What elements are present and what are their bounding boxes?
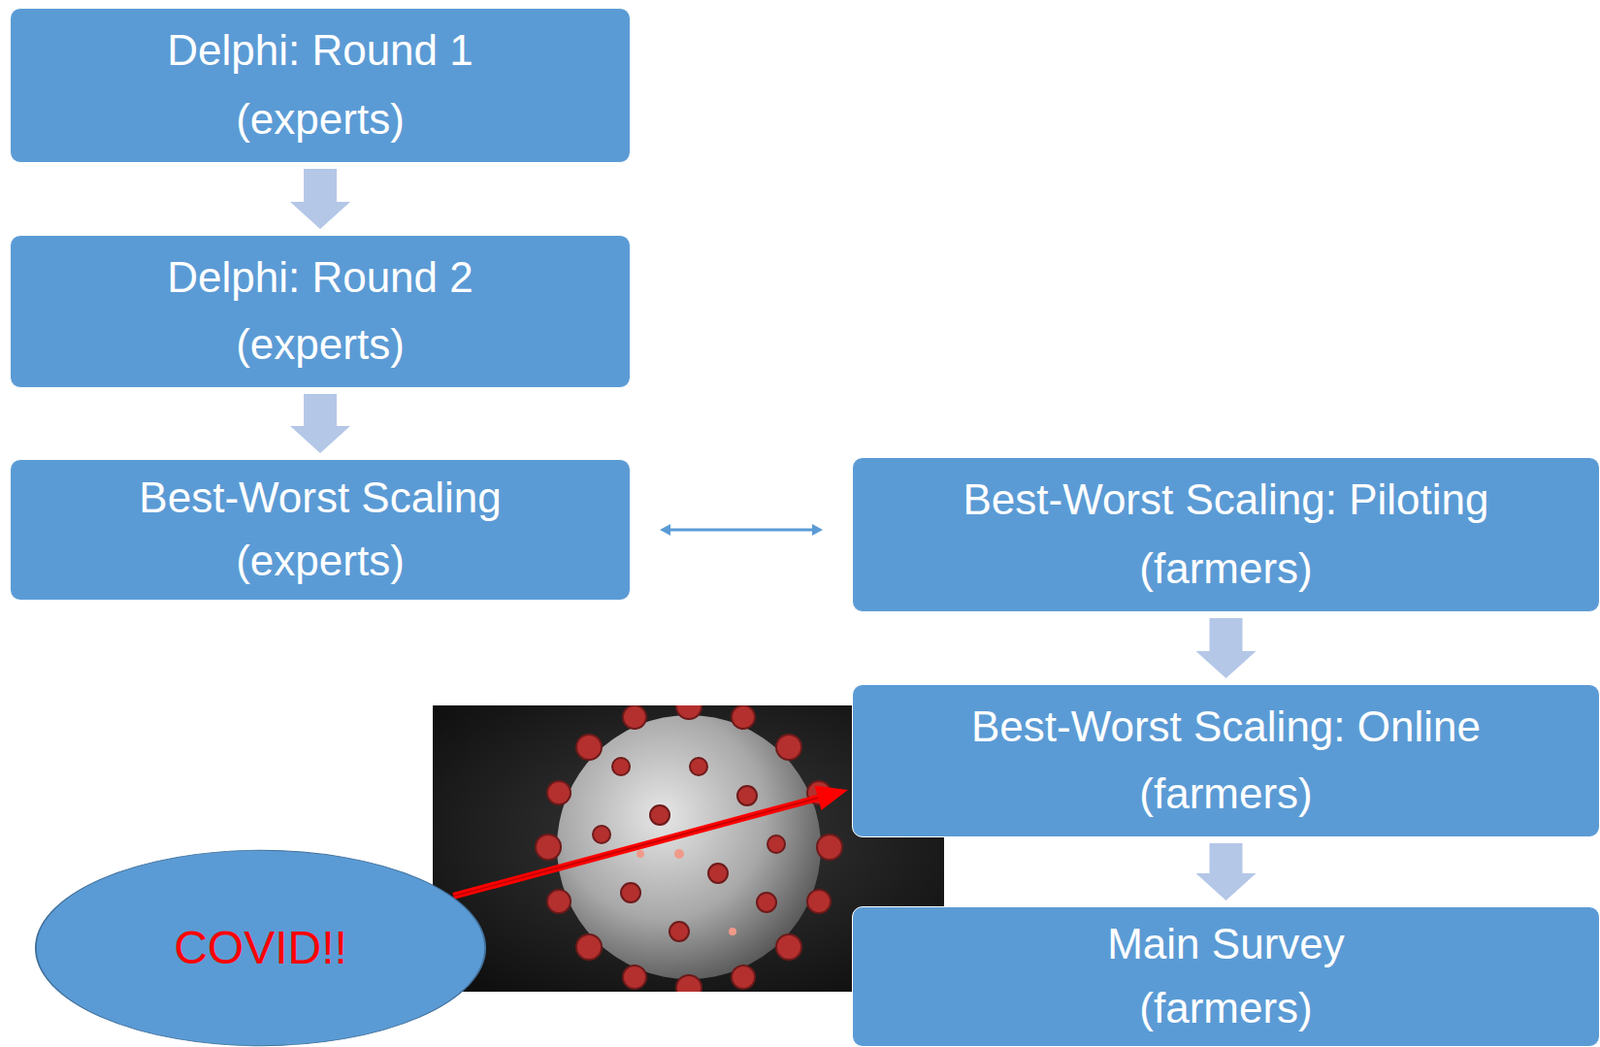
node-subtitle: (experts) <box>235 535 405 588</box>
node-title: Best-Worst Scaling: Piloting <box>962 474 1489 526</box>
node-subtitle: (farmers) <box>1139 768 1312 820</box>
node-title: Delphi: Round 2 <box>166 252 474 304</box>
node-subtitle: (experts) <box>235 319 405 371</box>
process-box: Delphi: Round 1 (experts) <box>9 7 631 164</box>
node-subtitle: (farmers) <box>1139 543 1312 595</box>
node-subtitle: (experts) <box>235 94 405 146</box>
process-box: Best-Worst Scaling: Online (farmers) <box>851 684 1600 838</box>
node-title: COVID!! <box>173 919 348 977</box>
node-title: Best-Worst Scaling: Online <box>971 701 1481 753</box>
connector-arrow <box>1196 843 1257 901</box>
connector-arrow <box>290 393 351 454</box>
process-box: Best-Worst Scaling (experts) <box>9 458 631 601</box>
process-box: Main Survey (farmers) <box>851 906 1600 1047</box>
connector-arrow <box>290 168 351 229</box>
node-title: Delphi: Round 1 <box>166 25 474 77</box>
ellipse-node: COVID!! <box>33 848 488 1047</box>
connector-arrow <box>659 523 823 536</box>
connector-arrow <box>453 785 849 897</box>
process-box: Delphi: Round 2 (experts) <box>9 234 631 389</box>
node-title: Main Survey <box>1107 918 1345 971</box>
node-title: Best-Worst Scaling <box>138 472 501 524</box>
connector-arrow <box>1196 618 1257 679</box>
process-box: Best-Worst Scaling: Piloting (farmers) <box>851 457 1600 613</box>
node-subtitle: (farmers) <box>1139 982 1312 1035</box>
